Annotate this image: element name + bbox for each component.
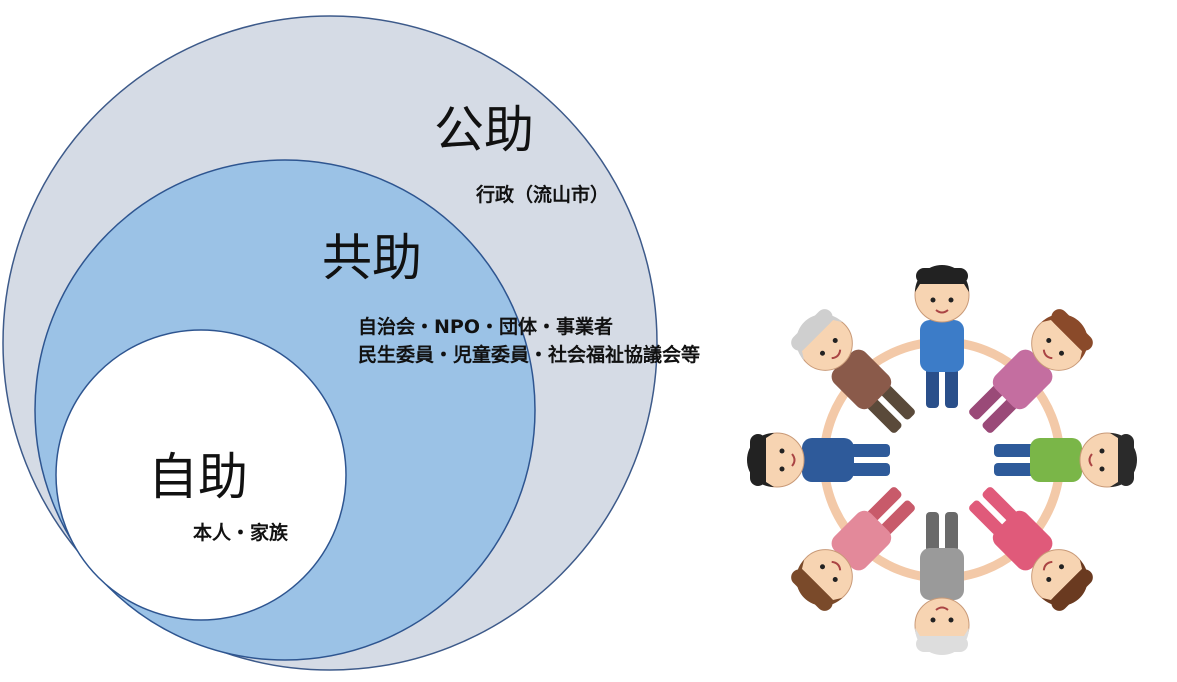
person-figure (914, 265, 970, 408)
person-figure (969, 309, 1093, 433)
self-help-subtitle: 本人・家族 (193, 521, 289, 544)
mutual-help-line-2: 民生委員・児童委員・社会福祉協議会等 (358, 343, 700, 366)
self-help-title: 自助 (148, 448, 248, 506)
person-figure (791, 309, 915, 433)
person-figure (791, 487, 915, 611)
person-figure (994, 432, 1137, 488)
mutual-help-line-1: 自治会・NPO・団体・事業者 (358, 315, 613, 338)
people-holding-hands-circle-icon (747, 265, 1137, 655)
public-help-subtitle: 行政（流山市） (475, 183, 609, 206)
person-figure (969, 487, 1093, 611)
self-help-circle (55, 329, 347, 621)
person-figure (914, 512, 970, 655)
person-figure (747, 432, 890, 488)
mutual-help-title: 共助 (322, 229, 422, 287)
public-help-title: 公助 (434, 101, 534, 159)
